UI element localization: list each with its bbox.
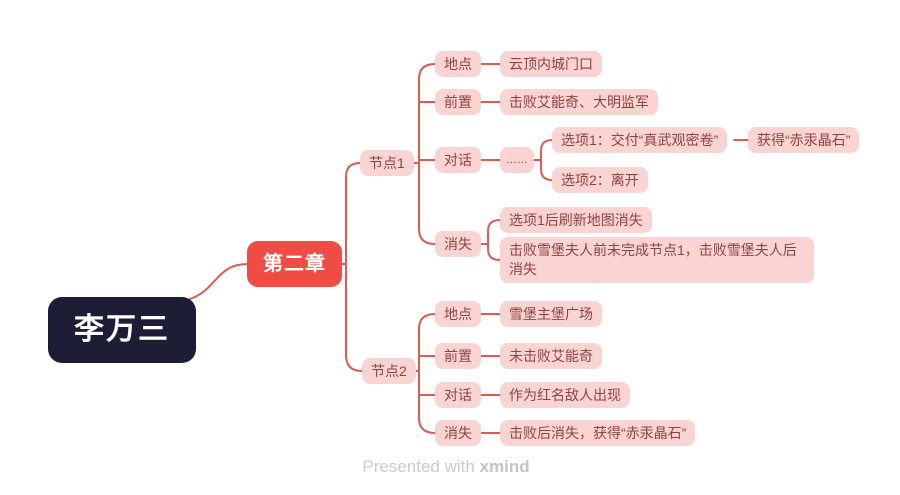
topic-node1-vanish-value1[interactable]: 选项1后刷新地图消失 xyxy=(500,207,652,233)
topic-node1-location-label[interactable]: 地点 xyxy=(435,51,481,77)
topic-node1-prereq-value[interactable]: 击败艾能奇、大明监军 xyxy=(500,89,658,115)
root-topic[interactable]: 李万三 xyxy=(48,297,196,363)
topic-node2-location-label[interactable]: 地点 xyxy=(435,301,481,327)
topic-node2-vanish-label[interactable]: 消失 xyxy=(435,420,481,446)
xmind-watermark: Presented with xmind xyxy=(362,457,529,477)
topic-node1-location-value[interactable]: 云顶内城门口 xyxy=(500,51,602,77)
topic-node1-vanish-label[interactable]: 消失 xyxy=(435,231,481,257)
topic-node2-prereq-value[interactable]: 未击败艾能奇 xyxy=(500,343,602,369)
topic-node1-option1-reward[interactable]: 获得“赤汞晶石” xyxy=(748,127,860,153)
topic-node2-prereq-label[interactable]: 前置 xyxy=(435,343,481,369)
topic-node1-vanish-value2[interactable]: 击败雪堡夫人前未完成节点1，击败雪堡夫人后消失 xyxy=(500,237,814,283)
topic-node2-dialog-value[interactable]: 作为红名敌人出现 xyxy=(500,382,630,408)
topic-node2-dialog-label[interactable]: 对话 xyxy=(435,382,481,408)
topic-node1-option2[interactable]: 选项2：离开 xyxy=(552,167,648,193)
topic-node1[interactable]: 节点1 xyxy=(360,150,414,176)
topic-node1-prereq-label[interactable]: 前置 xyxy=(435,89,481,115)
watermark-prefix: Presented with xyxy=(362,457,475,476)
topic-node1-dialog-ellipsis[interactable]: …… xyxy=(500,147,534,173)
topic-node2-vanish-value[interactable]: 击败后消失，获得“赤汞晶石” xyxy=(500,420,696,446)
topic-node2-location-value[interactable]: 雪堡主堡广场 xyxy=(500,301,602,327)
topic-node2[interactable]: 节点2 xyxy=(362,358,416,384)
topic-chapter[interactable]: 第二章 xyxy=(247,241,342,287)
watermark-brand: xmind xyxy=(479,457,530,476)
topic-node1-option1[interactable]: 选项1：交付“真武观密卷” xyxy=(552,127,728,153)
topic-node1-dialog-label[interactable]: 对话 xyxy=(435,147,481,173)
